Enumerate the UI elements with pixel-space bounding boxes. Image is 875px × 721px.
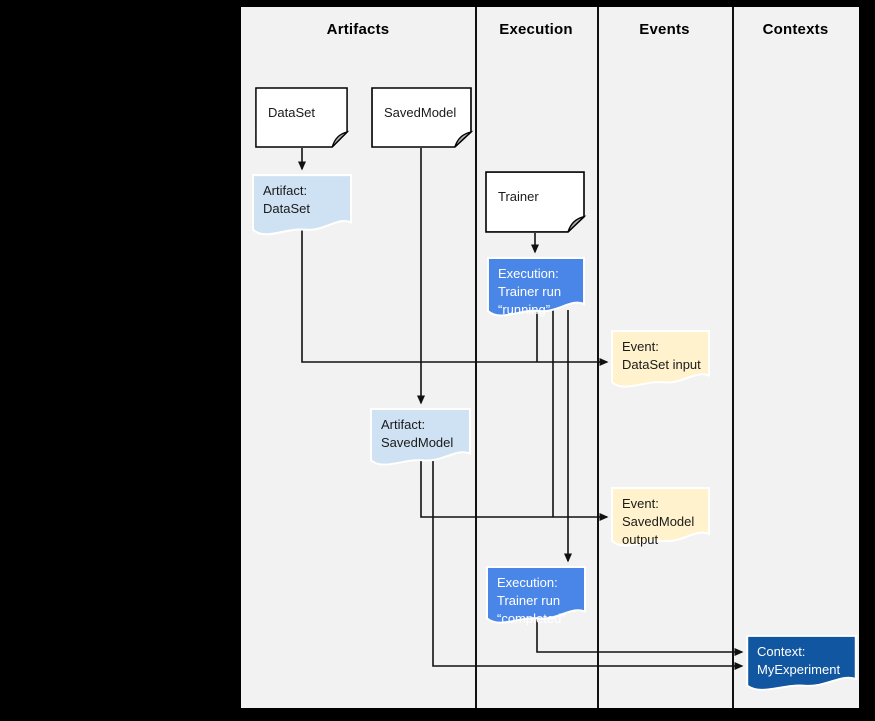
node-execution-completed-label: Execution: Trainer run “completed” — [497, 575, 566, 626]
node-context-myexperiment: Context: MyExperiment — [746, 635, 857, 695]
node-event-dataset-input-label: Event: DataSet input — [622, 339, 701, 372]
node-savedmodel-label: SavedModel — [384, 104, 457, 120]
folded-corner-icon — [567, 215, 587, 233]
folded-corner-icon — [454, 130, 474, 148]
node-artifact-dataset: Artifact: DataSet — [252, 174, 352, 240]
column-divider-artifacts-execution — [475, 7, 477, 708]
diagram-canvas: Artifacts Execution Events Contexts — [241, 7, 859, 708]
node-event-dataset-input: Event: DataSet input — [611, 330, 710, 392]
column-header-contexts: Contexts — [762, 20, 829, 38]
column-header-execution: Execution — [499, 20, 573, 38]
column-divider-execution-events — [597, 7, 599, 708]
folded-corner-icon — [331, 130, 350, 148]
node-artifact-dataset-label: Artifact: DataSet — [263, 183, 310, 216]
node-context-myexperiment-label: Context: MyExperiment — [757, 644, 841, 677]
node-event-savedmodel-output-label: Event: SavedModel output — [622, 496, 695, 547]
connector-lines — [298, 148, 744, 670]
node-trainer: Trainer — [485, 171, 587, 233]
edge-artifactsavedmodel-to-context — [432, 457, 744, 670]
node-event-savedmodel-output: Event: SavedModel output — [611, 487, 710, 551]
node-execution-running-label: Execution: Trainer run “running” — [498, 266, 562, 317]
node-artifact-savedmodel: Artifact: SavedModel — [370, 408, 471, 470]
column-header-artifacts: Artifacts — [326, 20, 390, 38]
column-header-events: Events — [639, 20, 690, 38]
edge-completed-to-context — [536, 615, 744, 656]
node-savedmodel: SavedModel — [371, 87, 474, 148]
node-trainer-label: Trainer — [498, 189, 539, 205]
edge-artifactdataset-to-eventinput — [301, 227, 609, 366]
column-divider-events-contexts — [732, 7, 734, 708]
node-dataset-label: DataSet — [268, 104, 315, 120]
node-execution-completed: Execution: Trainer run “completed” — [486, 566, 586, 628]
node-execution-running: Execution: Trainer run “running” — [487, 257, 585, 321]
edge-artifactsavedmodel-to-eventoutput — [420, 457, 609, 521]
node-dataset: DataSet — [255, 87, 350, 148]
node-artifact-savedmodel-label: Artifact: SavedModel — [381, 417, 454, 450]
